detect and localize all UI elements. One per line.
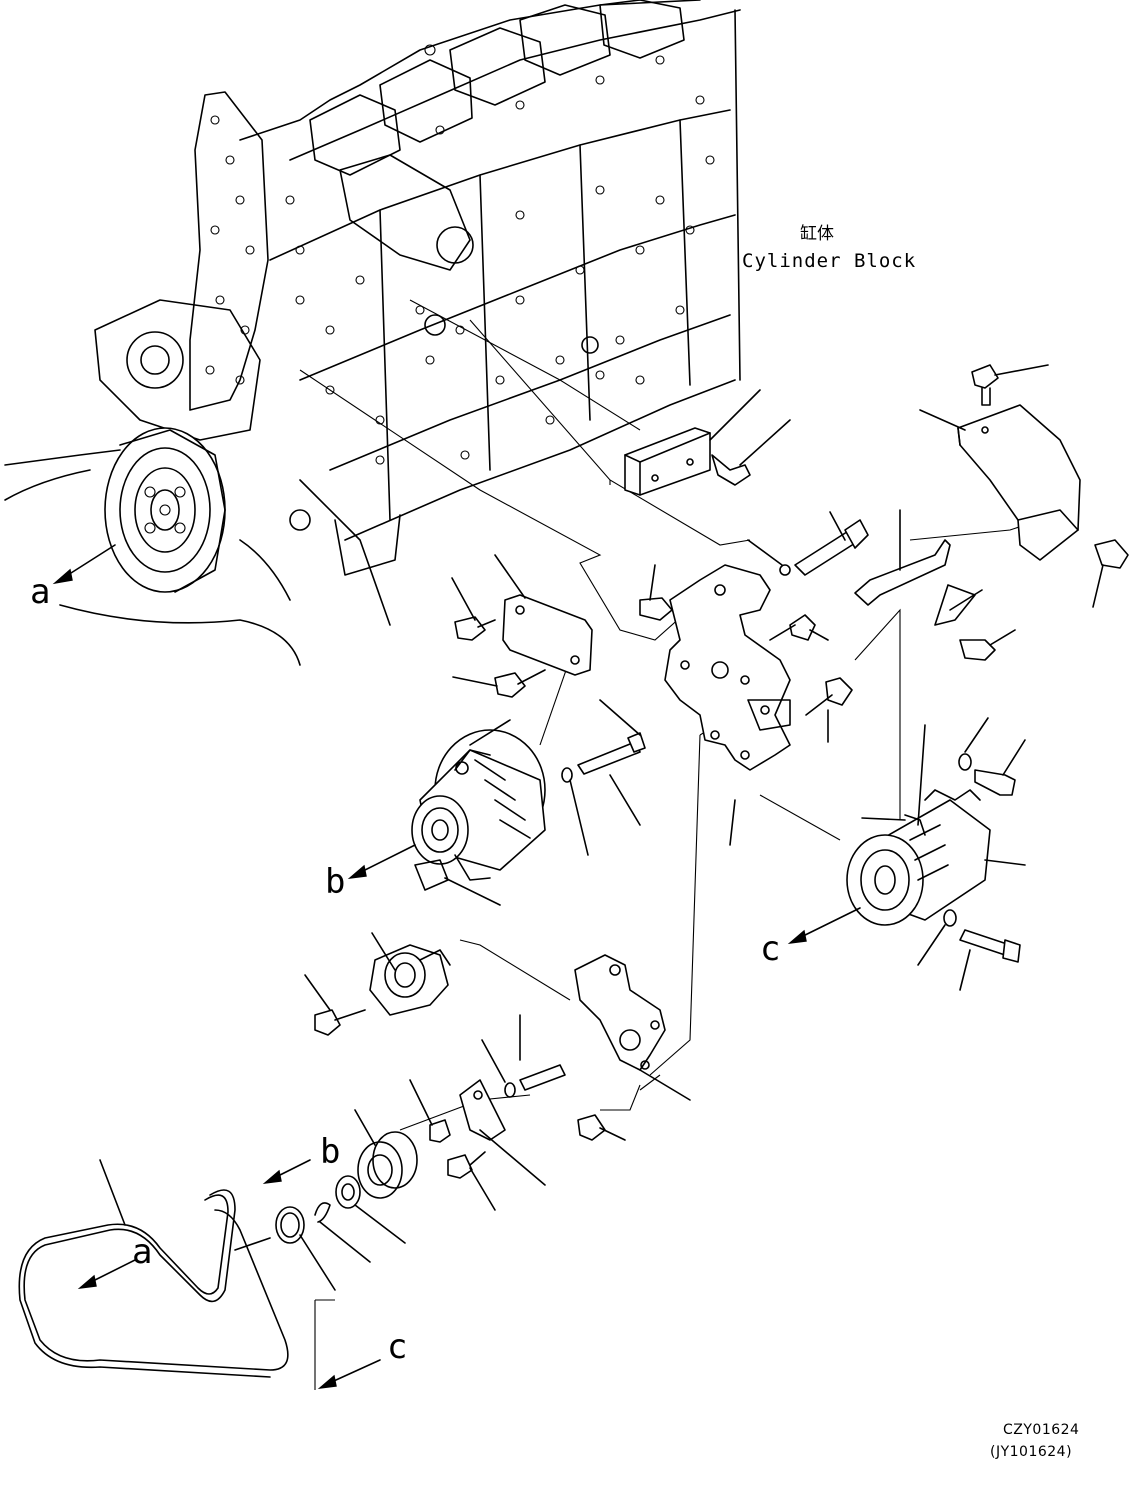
belt-tensioner [304,932,451,1036]
cylinder-block-label-jp: 缸体 [800,224,834,244]
heat-shield [919,364,1129,608]
callout-c-belt: c [387,1327,408,1367]
callout-arrows [52,544,861,1389]
bracket-top [624,389,761,496]
drawing-code: CZY01624 [1003,1422,1080,1438]
stay-bracket [747,509,1016,661]
plate [451,554,593,698]
callout-c-compressor: c [760,929,781,969]
drawing-code-alt: (JY101624) [990,1444,1073,1460]
tensioner-bracket [481,954,691,1141]
idler-pulley [275,1079,546,1291]
callout-a-belt: a [132,1232,153,1272]
alternator [411,699,646,906]
bolt-1 [711,419,791,486]
engine-block [4,0,741,666]
main-bracket [639,564,853,846]
callout-b-alternator: b [325,862,346,902]
callout-b-belt: b [320,1132,341,1172]
drive-belt [18,1159,289,1378]
compressor [846,717,1026,991]
callout-a-engine: a [30,572,51,612]
cylinder-block-label-en: Cylinder Block [742,250,917,272]
